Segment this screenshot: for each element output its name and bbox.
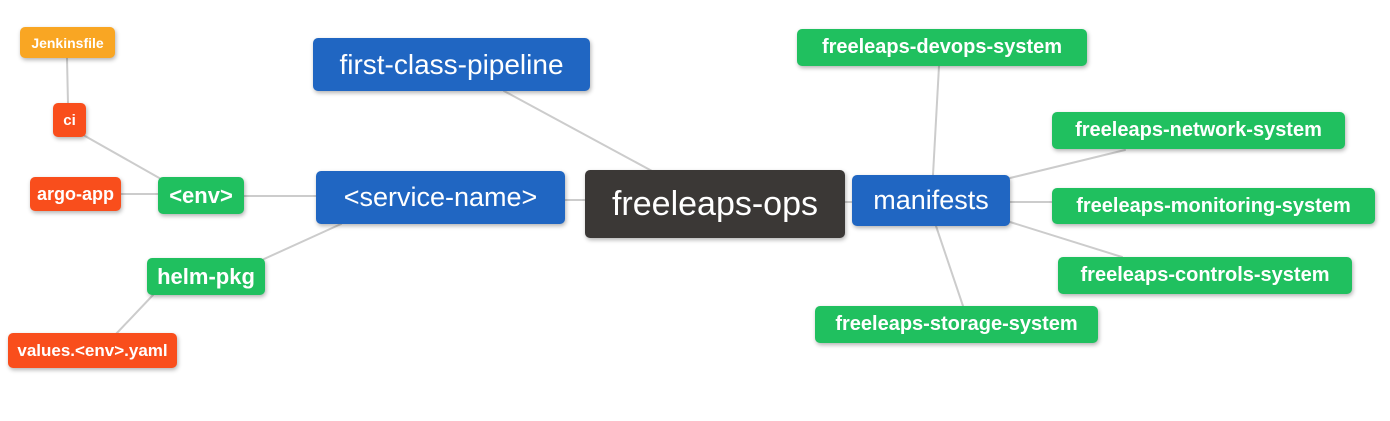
edge-pipeline-freeleaps-ops [503, 90, 653, 172]
edge-manifests-devops-system [932, 65, 940, 176]
edge-manifests-network-system [1009, 149, 1126, 179]
node-freeleaps-ops[interactable]: freeleaps-ops [585, 170, 845, 238]
node-freeleaps-network-system[interactable]: freeleaps-network-system [1052, 112, 1345, 149]
node-service-name[interactable]: <service-name> [316, 171, 565, 224]
edge-jenkinsfile-ci [66, 57, 69, 105]
node-freeleaps-controls-system[interactable]: freeleaps-controls-system [1058, 257, 1352, 294]
node-ci[interactable]: ci [53, 103, 86, 137]
edge-helm-pkg-values [115, 294, 154, 335]
node-freeleaps-devops-system[interactable]: freeleaps-devops-system [797, 29, 1087, 66]
edge-ci-env [84, 135, 162, 180]
node-values-env-yaml[interactable]: values.<env>.yaml [8, 333, 177, 368]
edge-manifests-controls-system [1009, 221, 1123, 258]
node-helm-pkg[interactable]: helm-pkg [147, 258, 265, 295]
node-jenkinsfile[interactable]: Jenkinsfile [20, 27, 115, 58]
node-env[interactable]: <env> [158, 177, 244, 214]
node-first-class-pipeline[interactable]: first-class-pipeline [313, 38, 590, 91]
node-freeleaps-monitoring-system[interactable]: freeleaps-monitoring-system [1052, 188, 1375, 224]
edge-service-name-helm-pkg [263, 223, 342, 260]
node-freeleaps-storage-system[interactable]: freeleaps-storage-system [815, 306, 1098, 343]
node-manifests[interactable]: manifests [852, 175, 1010, 226]
edge-manifests-storage-system [935, 225, 964, 307]
node-argo-app[interactable]: argo-app [30, 177, 121, 211]
